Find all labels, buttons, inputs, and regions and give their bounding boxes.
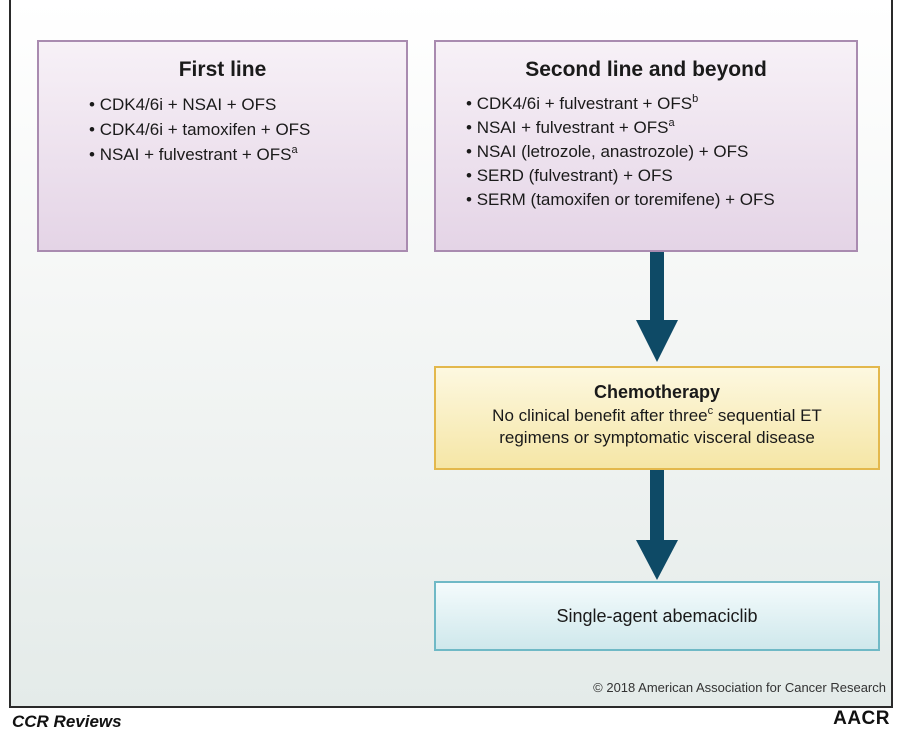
first-line-list: CDK4/6i + NSAI + OFS CDK4/6i + tamoxifen… (39, 92, 406, 167)
abemaciclib-label: Single-agent abemaciclib (556, 606, 758, 626)
list-item: SERD (fulvestrant) + OFS (466, 164, 856, 188)
chemotherapy-text-line2: regimens or symptomatic visceral disease (499, 428, 815, 447)
chemotherapy-box: Chemotherapy No clinical benefit after t… (434, 366, 880, 470)
list-item: CDK4/6i + NSAI + OFS (89, 92, 406, 117)
list-item: NSAI + fulvestrant + OFSa (89, 142, 406, 167)
first-line-box: First line CDK4/6i + NSAI + OFS CDK4/6i … (37, 40, 408, 252)
arrow-shaft-2 (650, 470, 664, 542)
list-item: CDK4/6i + fulvestrant + OFSb (466, 92, 856, 116)
copyright-text: © 2018 American Association for Cancer R… (593, 680, 886, 695)
list-item: CDK4/6i + tamoxifen + OFS (89, 117, 406, 142)
second-line-box: Second line and beyond CDK4/6i + fulvest… (434, 40, 858, 252)
arrow-down-icon (636, 540, 678, 580)
arrow-shaft-1 (650, 252, 664, 322)
second-line-title: Second line and beyond (525, 58, 767, 81)
chemotherapy-text-line1: No clinical benefit after threec sequent… (492, 405, 822, 426)
list-item: NSAI + fulvestrant + OFSa (466, 116, 856, 140)
abemaciclib-box: Single-agent abemaciclib (434, 581, 880, 651)
arrow-down-icon (636, 320, 678, 362)
list-item: SERM (tamoxifen or toremifene) + OFS (466, 188, 856, 212)
publisher-logo: AACR (833, 708, 890, 729)
list-item: NSAI (letrozole, anastrozole) + OFS (466, 140, 856, 164)
journal-name: CCR Reviews (12, 712, 122, 731)
first-line-title: First line (178, 58, 267, 81)
chemotherapy-title: Chemotherapy (593, 382, 721, 402)
second-line-list: CDK4/6i + fulvestrant + OFSb NSAI + fulv… (436, 92, 856, 212)
